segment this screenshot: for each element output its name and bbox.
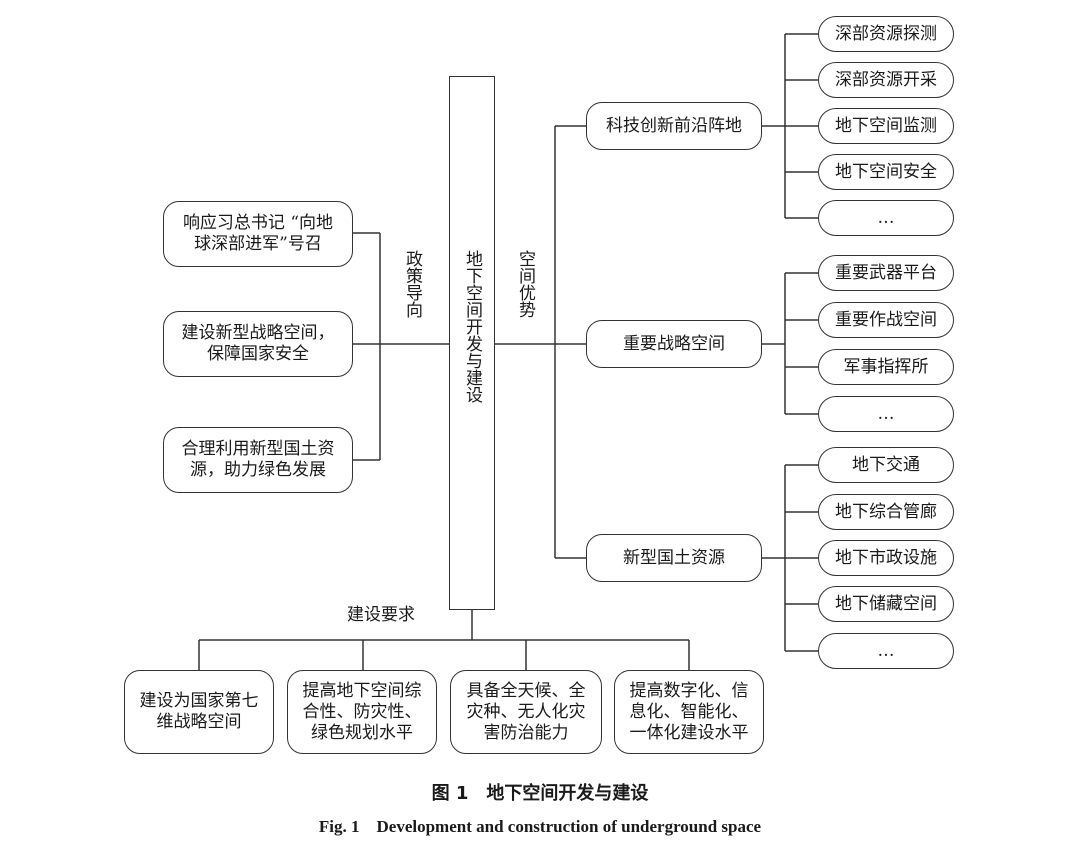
- group-land-resource: 新型国土资源: [586, 534, 762, 582]
- bottom-box-text: 具备全天候、全灾种、无人化灾害防治能力: [466, 680, 586, 743]
- item-text: 地下综合管廊: [835, 501, 937, 522]
- group-strategic-space: 重要战略空间: [586, 320, 762, 368]
- item-box: 军事指挥所: [818, 349, 954, 385]
- requirement-label: 建设要求: [347, 605, 415, 625]
- item-text: 地下储藏空间: [835, 593, 937, 614]
- item-text: 地下空间安全: [835, 161, 937, 182]
- group-land-resource-text: 新型国土资源: [623, 547, 725, 568]
- item-text: …: [877, 640, 895, 661]
- bottom-box-text: 提高数字化、信息化、智能化、一体化建设水平: [629, 680, 749, 743]
- item-box: …: [818, 200, 954, 236]
- figure-caption-en: Fig. 1 Development and construction of u…: [318, 817, 762, 836]
- item-box: 地下空间安全: [818, 154, 954, 190]
- item-text: 深部资源探测: [835, 23, 937, 44]
- item-text: 深部资源开采: [835, 69, 937, 90]
- bottom-box-text: 提高地下空间综合性、防灾性、绿色规划水平: [302, 680, 422, 743]
- item-box: 重要武器平台: [818, 255, 954, 291]
- item-box: 地下交通: [818, 447, 954, 483]
- item-text: …: [877, 403, 895, 424]
- figure-caption-zh: 图 1 地下空间开发与建设: [431, 783, 649, 804]
- item-text: 地下空间监测: [835, 115, 937, 136]
- bottom-box-digital: 提高数字化、信息化、智能化、一体化建设水平: [614, 670, 764, 754]
- item-text: 地下交通: [852, 454, 920, 475]
- advantage-label: 空间优势: [515, 250, 535, 318]
- item-box: …: [818, 633, 954, 669]
- item-box: 深部资源探测: [818, 16, 954, 52]
- bottom-box-text: 建设为国家第七维战略空间: [139, 691, 259, 732]
- item-box: 重要作战空间: [818, 302, 954, 338]
- item-box: 深部资源开采: [818, 62, 954, 98]
- item-box: …: [818, 396, 954, 432]
- left-box-call: 响应习总书记 “向地球深部进军”号召: [163, 201, 353, 267]
- group-strategic-space-text: 重要战略空间: [623, 333, 725, 354]
- policy-label: 政策导向: [402, 250, 422, 318]
- item-box: 地下综合管廊: [818, 494, 954, 530]
- bottom-box-disaster: 具备全天候、全灾种、无人化灾害防治能力: [450, 670, 602, 754]
- item-text: 军事指挥所: [843, 356, 929, 377]
- item-text: …: [877, 207, 895, 228]
- left-box-security-text: 建设新型战略空间，保障国家安全: [181, 323, 335, 364]
- bottom-box-seventh-dimension: 建设为国家第七维战略空间: [124, 670, 274, 754]
- group-tech-frontier: 科技创新前沿阵地: [586, 102, 762, 150]
- item-text: 重要武器平台: [835, 262, 937, 283]
- center-title: 地下空间开发与建设: [462, 250, 482, 403]
- item-text: 重要作战空间: [835, 309, 937, 330]
- left-box-security: 建设新型战略空间，保障国家安全: [163, 311, 353, 377]
- item-box: 地下储藏空间: [818, 586, 954, 622]
- item-box: 地下空间监测: [818, 108, 954, 144]
- left-box-call-text: 响应习总书记 “向地球深部进军”号召: [182, 213, 334, 254]
- item-text: 地下市政设施: [835, 547, 937, 568]
- item-box: 地下市政设施: [818, 540, 954, 576]
- bottom-box-planning: 提高地下空间综合性、防灾性、绿色规划水平: [287, 670, 437, 754]
- center-box: [449, 76, 495, 610]
- left-box-green-text: 合理利用新型国土资源，助力绿色发展: [181, 439, 335, 480]
- group-tech-frontier-text: 科技创新前沿阵地: [606, 115, 742, 136]
- left-box-green: 合理利用新型国土资源，助力绿色发展: [163, 427, 353, 493]
